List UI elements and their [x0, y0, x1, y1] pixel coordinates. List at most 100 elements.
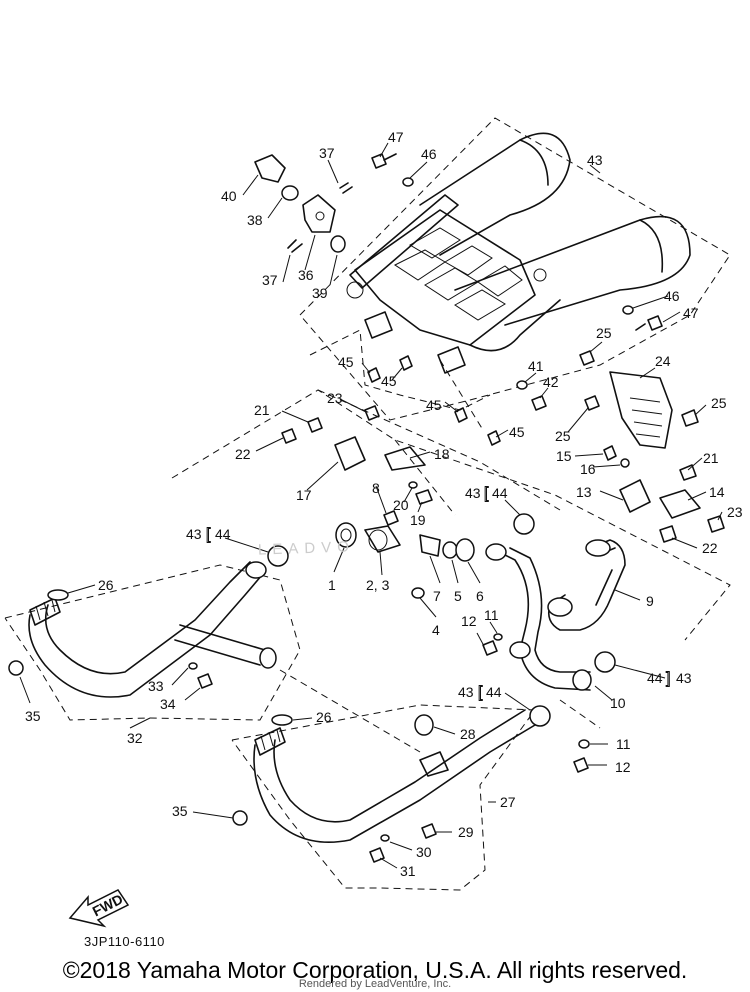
gasket-44-left[interactable]	[267, 545, 289, 567]
callout-41: 41	[528, 358, 544, 374]
callout-14: 14	[709, 484, 725, 500]
callout-28: 28	[460, 726, 476, 742]
callout-38: 38	[247, 212, 263, 228]
callout-19: 19	[410, 512, 426, 528]
callout-42: 42	[543, 374, 559, 390]
callout-44: 44	[492, 485, 508, 501]
callout-26: 26	[98, 577, 114, 593]
muffler-bolts[interactable]	[367, 153, 663, 446]
callout-44: 44	[486, 684, 502, 700]
gasket-28[interactable]	[414, 714, 434, 736]
callout-17: 17	[296, 487, 312, 503]
callout-32: 32	[127, 730, 143, 746]
callout-22: 22	[235, 446, 251, 462]
muffler-pair[interactable]	[346, 132, 691, 352]
callout-43: 43	[186, 526, 202, 542]
cap-35-left[interactable]	[8, 660, 24, 676]
callout-43: 43	[587, 152, 603, 168]
svg-text:[: [	[478, 684, 483, 701]
callout-24: 24	[655, 353, 671, 369]
callout-46: 46	[421, 146, 437, 162]
callout-25: 25	[555, 428, 571, 444]
callout-46: 46	[664, 288, 680, 304]
callout-45: 45	[381, 373, 397, 389]
callout-13: 13	[576, 484, 592, 500]
forward-direction-arrow: FWD	[68, 889, 130, 928]
callout-15: 15	[556, 448, 572, 464]
callout-36: 36	[298, 267, 314, 283]
svg-text:]: ]	[666, 670, 670, 687]
watermark: LEADVO	[257, 538, 356, 559]
callout-30: 30	[416, 844, 432, 860]
copyright-notice: ©2018 Yamaha Motor Corporation, U.S.A. A…	[62, 957, 688, 983]
callout-21: 21	[254, 402, 270, 418]
callout-25: 25	[596, 325, 612, 341]
callout-6: 6	[476, 588, 484, 604]
callout-4: 4	[432, 622, 440, 638]
callout-47: 47	[683, 305, 699, 321]
callout-35: 35	[25, 708, 41, 724]
cap-35-right[interactable]	[232, 810, 248, 826]
callout-labels: 47 37 46 43 40 38 37 36 39 46 47 25 24 2…	[25, 129, 743, 879]
callout-43: 43	[458, 684, 474, 700]
gasket-26-left[interactable]	[47, 589, 69, 601]
callout-37: 37	[319, 145, 335, 161]
gasket-44-center[interactable]	[513, 513, 535, 535]
callout-16: 16	[580, 461, 596, 477]
callout-40: 40	[221, 188, 237, 204]
leader-lines	[19, 142, 723, 869]
exhaust-pipe-32[interactable]	[28, 561, 277, 698]
callout-18: 18	[434, 446, 450, 462]
callout-34: 34	[160, 696, 176, 712]
exhaust-pipe-10[interactable]	[485, 543, 592, 691]
callout-44: 44	[647, 670, 663, 686]
callout-29: 29	[458, 824, 474, 840]
callout-39: 39	[312, 285, 328, 301]
diagram-code: 3JP110-6110	[84, 934, 165, 949]
callout-2-3: 2, 3	[366, 577, 390, 593]
right-joint-parts[interactable]	[603, 445, 725, 543]
callout-10: 10	[610, 695, 626, 711]
callout-43: 43	[465, 485, 481, 501]
callout-31: 31	[400, 863, 416, 879]
callout-44: 44	[215, 526, 231, 542]
exhaust-pipe-9[interactable]	[547, 539, 626, 631]
callout-12: 12	[461, 613, 477, 629]
callout-5: 5	[454, 588, 462, 604]
footrest-bracket-parts[interactable]	[254, 154, 353, 253]
callout-7: 7	[433, 588, 441, 604]
callout-22: 22	[702, 540, 718, 556]
callout-1: 1	[328, 577, 336, 593]
svg-text:[: [	[484, 485, 489, 502]
muffler-clamps[interactable]	[364, 311, 466, 374]
heat-guard-plate[interactable]	[516, 350, 699, 449]
callout-33: 33	[148, 678, 164, 694]
callout-11: 11	[616, 736, 631, 752]
pipe-assembly-27-outline	[231, 704, 536, 891]
callout-45: 45	[426, 397, 442, 413]
callout-20: 20	[393, 497, 409, 513]
callout-23: 23	[727, 504, 743, 520]
callout-11: 11	[484, 607, 499, 623]
callout-37: 37	[262, 272, 278, 288]
muffler-assembly-outline	[299, 117, 731, 421]
callout-23: 23	[327, 390, 343, 406]
callout-43: 43	[676, 670, 692, 686]
gasket-26-right[interactable]	[271, 714, 293, 726]
callout-27: 27	[500, 794, 516, 810]
callout-47: 47	[388, 129, 404, 145]
callout-45: 45	[338, 354, 354, 370]
rendered-by-notice: Rendered by LeadVenture, Inc.	[298, 978, 452, 990]
exhaust-joint-parts[interactable]	[281, 405, 475, 599]
callout-9: 9	[646, 593, 654, 609]
exhaust-pipe-27[interactable]	[253, 705, 551, 843]
pipe-assembly-32-outline	[4, 564, 301, 721]
callout-26: 26	[316, 709, 332, 725]
callout-45: 45	[509, 424, 525, 440]
gasket-44-right[interactable]	[594, 651, 616, 673]
callout-35: 35	[172, 803, 188, 819]
svg-text:[: [	[206, 526, 211, 543]
callout-21: 21	[703, 450, 719, 466]
callout-8: 8	[372, 480, 380, 496]
